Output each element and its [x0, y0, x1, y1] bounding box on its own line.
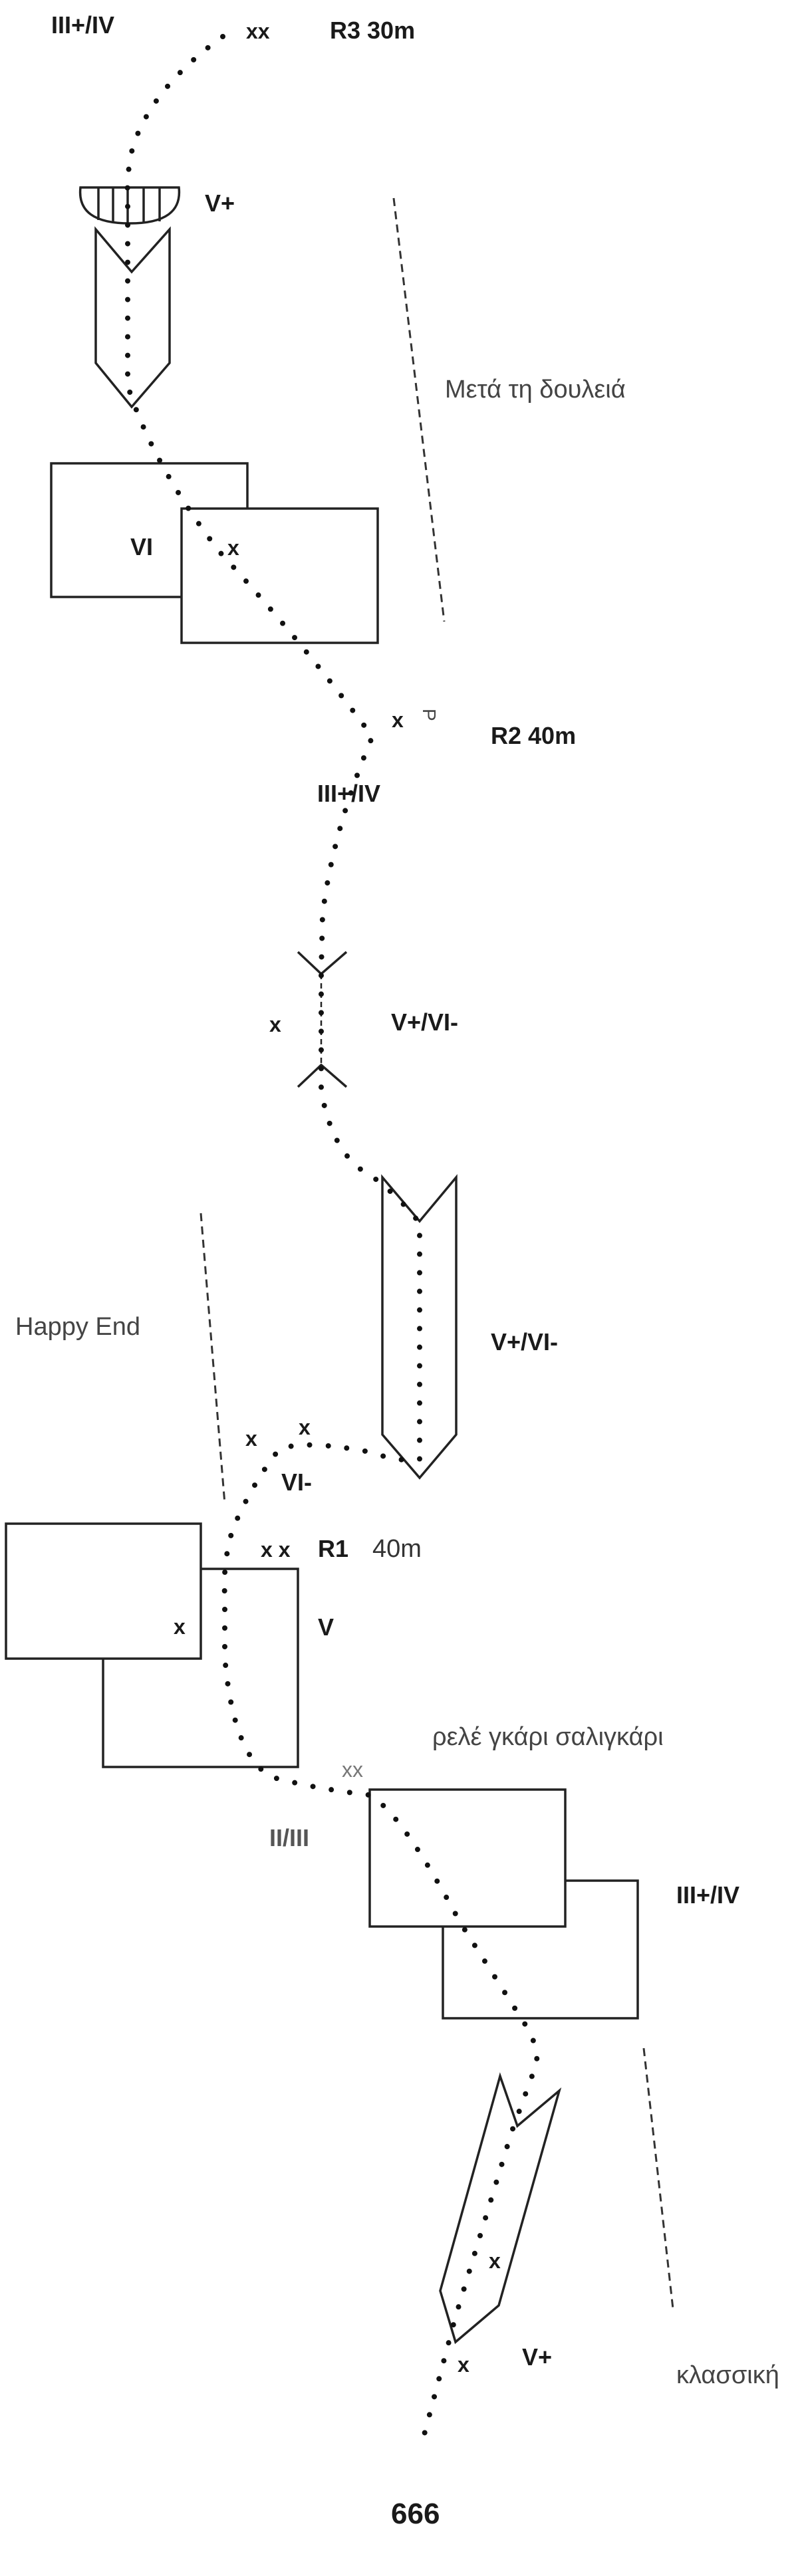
- belay-r1-label: R1: [318, 1535, 348, 1562]
- belay-r3-bolts: xx: [246, 19, 270, 43]
- grade-lower-slabs: III+/IV: [676, 1881, 739, 1909]
- bolt-marker: x: [245, 1427, 257, 1451]
- neighbour-route-line-middle: [200, 1213, 226, 1504]
- grade-start-ledge: II/III: [269, 1824, 309, 1851]
- neighbour-route-line-upper: [392, 197, 446, 622]
- belay-r2-bolt: x: [392, 708, 404, 732]
- route-line: [124, 34, 540, 2437]
- slab-block-lower-left: [368, 1788, 567, 1928]
- belay-r2-label: R2 40m: [491, 722, 576, 749]
- start-belay-bolts: xx: [342, 1758, 363, 1782]
- neighbour-route-label: Μετά τη δουλειά: [445, 376, 626, 404]
- bolt-marker: x: [458, 2353, 469, 2377]
- belay-r1-bolts: x x: [261, 1538, 291, 1562]
- grade-slabs-upper: VI: [130, 533, 153, 560]
- grade-dihedral: V+/VI-: [491, 1328, 558, 1355]
- bolt-marker: x: [269, 1012, 281, 1036]
- grade-start-crack: V+: [522, 2343, 552, 2371]
- route-name: 666: [391, 2498, 440, 2530]
- grade-roof: V+: [205, 189, 235, 217]
- belay-r1-length: 40m: [372, 1535, 422, 1563]
- neighbour-route-label: Happy End: [15, 1313, 140, 1341]
- piton-icon: P: [419, 709, 440, 721]
- neighbour-route-label: κλασσική: [676, 2361, 779, 2389]
- bolt-marker: x: [489, 2249, 501, 2273]
- bolt-marker: x: [299, 1415, 311, 1439]
- bolt-marker: x: [174, 1615, 186, 1639]
- grade-r1-wall: V: [318, 1613, 334, 1641]
- grade-after-r2: III+/IV: [317, 780, 380, 807]
- bolt-marker: x: [227, 536, 239, 560]
- dihedral-upper-icon: [94, 226, 171, 409]
- neighbour-route-label: ρελέ γκάρι σαλιγκάρι: [432, 1723, 664, 1751]
- crack-lower-icon: [439, 2072, 562, 2345]
- neighbour-route-line-lower: [642, 2048, 674, 2309]
- grade-top-exit: III+/IV: [51, 11, 114, 39]
- grade-traverse: VI-: [281, 1468, 312, 1496]
- grade-constriction: V+/VI-: [391, 1008, 458, 1036]
- slab-block-r1-left: [5, 1522, 202, 1660]
- belay-r3-label: R3 30m: [330, 17, 415, 44]
- slab-block-upper-right: [180, 507, 379, 644]
